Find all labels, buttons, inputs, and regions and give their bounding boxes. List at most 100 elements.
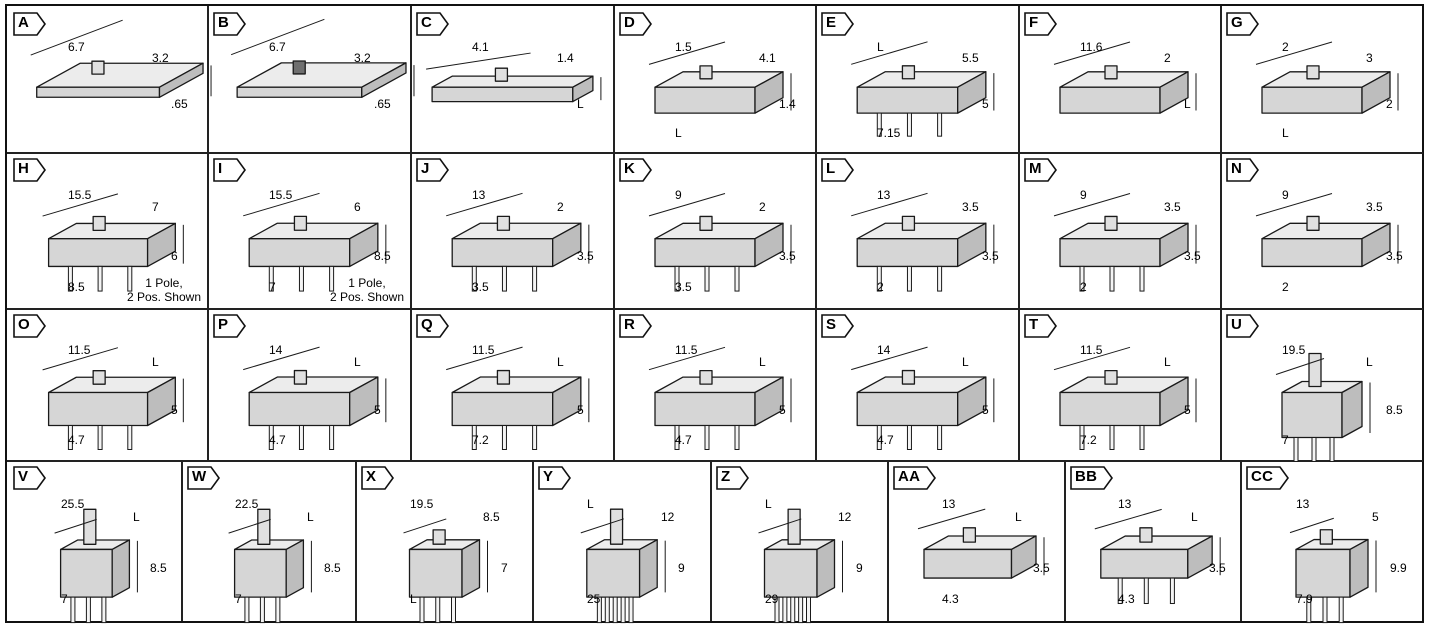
pin (329, 265, 335, 292)
dimension-label: .65 (171, 97, 188, 111)
pin (704, 425, 710, 450)
panel-letter: AA (898, 468, 921, 485)
tag-shape (361, 466, 394, 490)
panel-label-tag: N (1226, 158, 1260, 182)
tag-shape (1024, 12, 1057, 36)
switch-drawing (1275, 352, 1371, 462)
dimension-label: 9 (675, 188, 682, 202)
pin (620, 596, 626, 624)
switch-drawing (1053, 346, 1197, 450)
switch-front-face (1059, 238, 1161, 268)
switch-drawing (42, 193, 184, 292)
dimension-label: 13 (1118, 497, 1132, 511)
pin (451, 596, 456, 624)
pin (67, 425, 73, 450)
pin (268, 265, 274, 292)
switch-side-face (957, 376, 987, 427)
panel-letter: Z (721, 468, 731, 485)
pin (127, 425, 133, 450)
pin (275, 596, 281, 624)
panel-divider (1240, 460, 1242, 621)
panel-label-tag: Y (538, 466, 572, 490)
tag-shape (13, 158, 46, 182)
panel-label-tag: C (416, 12, 450, 36)
dimension-label: .65 (374, 97, 391, 111)
dimension-line (1053, 346, 1131, 371)
pin (628, 596, 634, 624)
dimension-label: 3.5 (1164, 200, 1181, 214)
actuator (699, 215, 713, 231)
pin (1079, 265, 1085, 292)
switch-drawing (54, 508, 138, 624)
dimension-line (1053, 41, 1131, 65)
switch-side-face (1361, 71, 1391, 114)
pin (1169, 577, 1175, 605)
dimension-label: L (410, 592, 417, 606)
switch-side-face (1159, 222, 1189, 268)
panel-divider (1220, 308, 1222, 460)
switch-front-face (47, 238, 149, 268)
dimension-label: 12 (661, 510, 675, 524)
dimension-label: 3.5 (1184, 249, 1201, 263)
switch-front-face (451, 391, 554, 427)
switch-drawing (446, 192, 590, 292)
dimension-label: 5 (779, 403, 786, 417)
panel-letter: J (421, 160, 430, 177)
tag-shape (13, 466, 46, 490)
dimension-label: 4.7 (675, 433, 692, 447)
dimension-label: 7 (1282, 433, 1289, 447)
tag-outline (213, 158, 246, 182)
switch-front-face (856, 86, 959, 114)
actuator (494, 67, 509, 82)
tag-shape (619, 314, 652, 338)
pin (244, 596, 250, 624)
actuator (1306, 65, 1320, 80)
actuator (496, 215, 511, 231)
panel-letter: P (218, 316, 229, 333)
panel-label-tag: R (619, 314, 653, 338)
pin (798, 596, 804, 624)
panel-letter: B (218, 14, 230, 31)
dimension-line (1094, 508, 1162, 530)
switch-front-face (654, 86, 756, 114)
switch-drawing (758, 508, 843, 624)
switch-side-face (111, 539, 131, 598)
dimension-line (30, 19, 123, 56)
panel-label-tag: J (416, 158, 450, 182)
actuator (496, 369, 511, 385)
panel-letter: N (1231, 160, 1243, 177)
panel-letter: X (366, 468, 377, 485)
dimension-label: 11.5 (1080, 343, 1103, 357)
panel-divider (355, 460, 357, 621)
switch-drawing (1053, 41, 1197, 114)
pin (1139, 265, 1145, 292)
dimension-label: 15.5 (68, 188, 92, 202)
panel-letter: E (826, 14, 837, 31)
dimension-label: L (877, 40, 884, 54)
dimension-label: 7.9 (1296, 592, 1313, 606)
tag-shape (416, 314, 449, 338)
dimension-label: L (1191, 510, 1198, 524)
switch-front-face (248, 238, 351, 268)
panel-divider (532, 460, 534, 621)
panel-label-tag: X (361, 466, 395, 490)
pin (937, 112, 943, 137)
switch-drawing (648, 346, 792, 450)
panel-letter: G (1231, 14, 1243, 31)
pin (906, 112, 912, 137)
panel-label-tag: K (619, 158, 653, 182)
dimension-label: 3.5 (1366, 200, 1383, 214)
panel-label-tag: F (1024, 12, 1058, 36)
switch-side-face (349, 222, 379, 268)
tag-shape (619, 12, 652, 36)
tag-outline (187, 466, 220, 490)
actuator (1104, 215, 1118, 231)
dimension-label: 2 (877, 280, 884, 294)
pin (704, 265, 710, 292)
actuator (257, 508, 271, 545)
